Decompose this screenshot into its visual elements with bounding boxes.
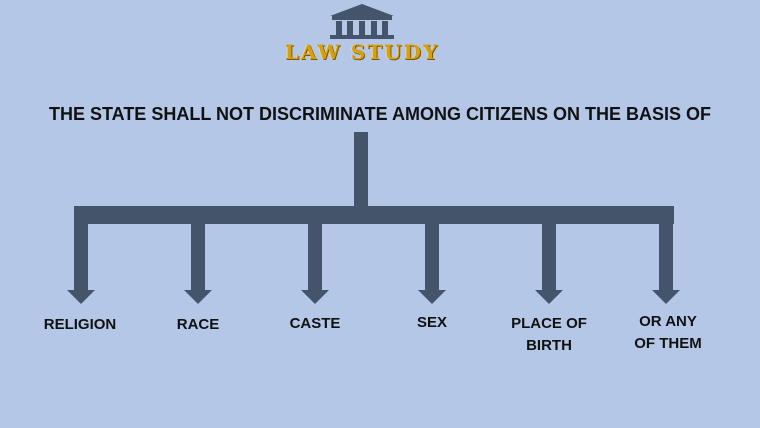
arrow-down-icon — [184, 290, 212, 304]
arrow-down-icon — [418, 290, 446, 304]
branch-label-line: RELIGION — [43, 316, 117, 333]
branch-label: RACE — [143, 314, 253, 336]
branch-label-line: RACE — [176, 316, 220, 333]
branch-stem — [659, 222, 673, 292]
branch-stem — [425, 222, 439, 292]
diagram-heading: THE STATE SHALL NOT DISCRIMINATE AMONG C… — [48, 104, 711, 124]
arrow-down-icon — [301, 290, 329, 304]
branch-label-line: OR ANY — [639, 313, 697, 330]
branch-stem — [308, 222, 322, 292]
logo-text: LAW STUDY — [284, 40, 440, 64]
arrow-down-icon — [535, 290, 563, 304]
branch-label-line: OF THEM — [634, 335, 702, 352]
branch-label-line: CASTE — [289, 315, 341, 332]
law-study-logo: LAW STUDY — [272, 2, 452, 66]
branch-label-line: BIRTH — [526, 337, 572, 354]
branch-label: PLACE OF BIRTH — [494, 313, 604, 357]
branch-stem — [191, 222, 205, 292]
branch-label-line: SEX — [416, 314, 447, 331]
courthouse-icon — [330, 4, 394, 39]
branch-label-line: PLACE OF — [511, 315, 587, 332]
branch-label: OR ANY OF THEM — [613, 311, 723, 355]
branch-label: CASTE — [260, 313, 370, 335]
branch-label: RELIGION — [25, 314, 135, 336]
branch-stem — [74, 222, 88, 292]
branch-label: SEX — [377, 312, 487, 334]
arrow-down-icon — [652, 290, 680, 304]
trunk-line — [354, 132, 368, 210]
arrow-down-icon — [67, 290, 95, 304]
branch-stem — [542, 222, 556, 292]
horizontal-bar — [74, 206, 674, 224]
